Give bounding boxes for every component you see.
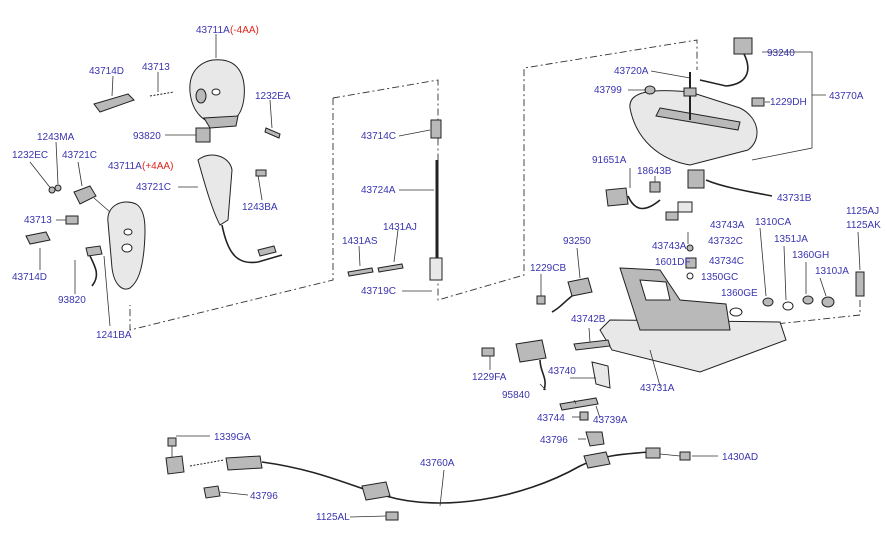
label-93250: 93250 — [563, 236, 591, 247]
label-1430AD: 1430AD — [722, 452, 758, 463]
solenoid-95840 — [481, 339, 547, 391]
label-43720A: 43720A — [614, 66, 649, 77]
label-43744: 43744 — [537, 413, 565, 424]
label-43740: 43740 — [548, 366, 576, 377]
label-43799: 43799 — [594, 85, 622, 96]
label-43711A-plus: 43711A — [108, 161, 142, 172]
label-43714D-top: 43714D — [89, 66, 124, 77]
label-43796-left: 43796 — [250, 491, 278, 502]
label-43721C-mid: 43721C — [136, 182, 171, 193]
label-1243BA: 1243BA — [242, 202, 278, 213]
label-1310JA: 1310JA — [815, 266, 849, 277]
label-18643B: 18643B — [637, 166, 672, 177]
label-1431AS: 1431AS — [342, 236, 378, 247]
label-1339GA: 1339GA — [214, 432, 251, 443]
label-43713-top: 43713 — [142, 62, 170, 73]
label-1232EA: 1232EA — [255, 91, 291, 102]
label-1229DH: 1229DH — [770, 97, 807, 108]
pin-43742B — [573, 327, 611, 351]
label-1601DF: 1601DF — [655, 257, 691, 268]
shift-knob-left — [107, 201, 146, 290]
shift-cable — [165, 437, 691, 521]
label-43731A: 43731A — [640, 383, 675, 394]
label-43739A: 43739A — [593, 415, 628, 426]
label-43714C: 43714C — [361, 131, 396, 142]
label-93240: 93240 — [767, 48, 795, 59]
label-1360GH: 1360GH — [792, 250, 829, 261]
switch-91651A — [605, 168, 661, 210]
small-parts-left — [25, 141, 111, 327]
label-93820-top: 93820 — [133, 131, 161, 142]
label-1125AL: 1125AL — [316, 512, 350, 523]
label-43796-right: 43796 — [540, 435, 568, 446]
label-1360GE: 1360GE — [721, 288, 758, 299]
label-43770A: 43770A — [829, 91, 864, 102]
shift-housing — [629, 72, 758, 166]
label-1310CA: 1310CA — [755, 217, 791, 228]
label-43711A-plus-note: (+4AA) — [142, 161, 173, 172]
boundary-rod-group — [332, 39, 698, 301]
label-1229CB: 1229CB — [530, 263, 566, 274]
switch-93250 — [536, 247, 593, 313]
label-43719C: 43719C — [361, 286, 396, 297]
label-43721C-left: 43721C — [62, 150, 97, 161]
label-43743A-b: 43743A — [652, 241, 687, 252]
rod-parts — [347, 119, 443, 292]
label-43711A-minus-note: (-4AA) — [230, 25, 259, 36]
boundary-knob-group — [129, 98, 334, 331]
label-43743A-a: 43743A — [710, 220, 745, 231]
label-91651A: 91651A — [592, 155, 627, 166]
label-1232EC: 1232EC — [12, 150, 48, 161]
lever-bushings — [665, 169, 773, 280]
label-43732C: 43732C — [708, 236, 743, 247]
lever-43740 — [559, 361, 611, 421]
shift-lever-body — [197, 154, 283, 264]
label-43714D-left: 43714D — [12, 272, 47, 283]
label-43734C: 43734C — [709, 256, 744, 267]
label-43760A: 43760A — [420, 458, 455, 469]
label-1431AJ: 1431AJ — [383, 222, 417, 233]
label-93820-left: 93820 — [58, 295, 86, 306]
label-95840: 95840 — [502, 390, 530, 401]
label-1351JA: 1351JA — [774, 234, 808, 245]
label-43724A: 43724A — [361, 185, 396, 196]
label-1243MA: 1243MA — [37, 132, 75, 143]
label-43742B: 43742B — [571, 314, 606, 325]
label-43713-left: 43713 — [24, 215, 52, 226]
label-43731B: 43731B — [777, 193, 812, 204]
label-1125AK: 1125AK — [846, 220, 881, 231]
knob-button-top — [93, 91, 175, 113]
label-1241BA: 1241BA — [96, 330, 132, 341]
label-1125AJ: 1125AJ — [846, 206, 879, 217]
label-1350GC: 1350GC — [701, 272, 738, 283]
clip-43796-right — [578, 431, 605, 447]
label-1229FA: 1229FA — [472, 372, 507, 383]
harness-93240 — [699, 37, 753, 87]
label-43711A-minus: 43711A — [196, 25, 230, 36]
shift-knob-top — [189, 59, 245, 129]
base-bracket — [599, 267, 865, 373]
